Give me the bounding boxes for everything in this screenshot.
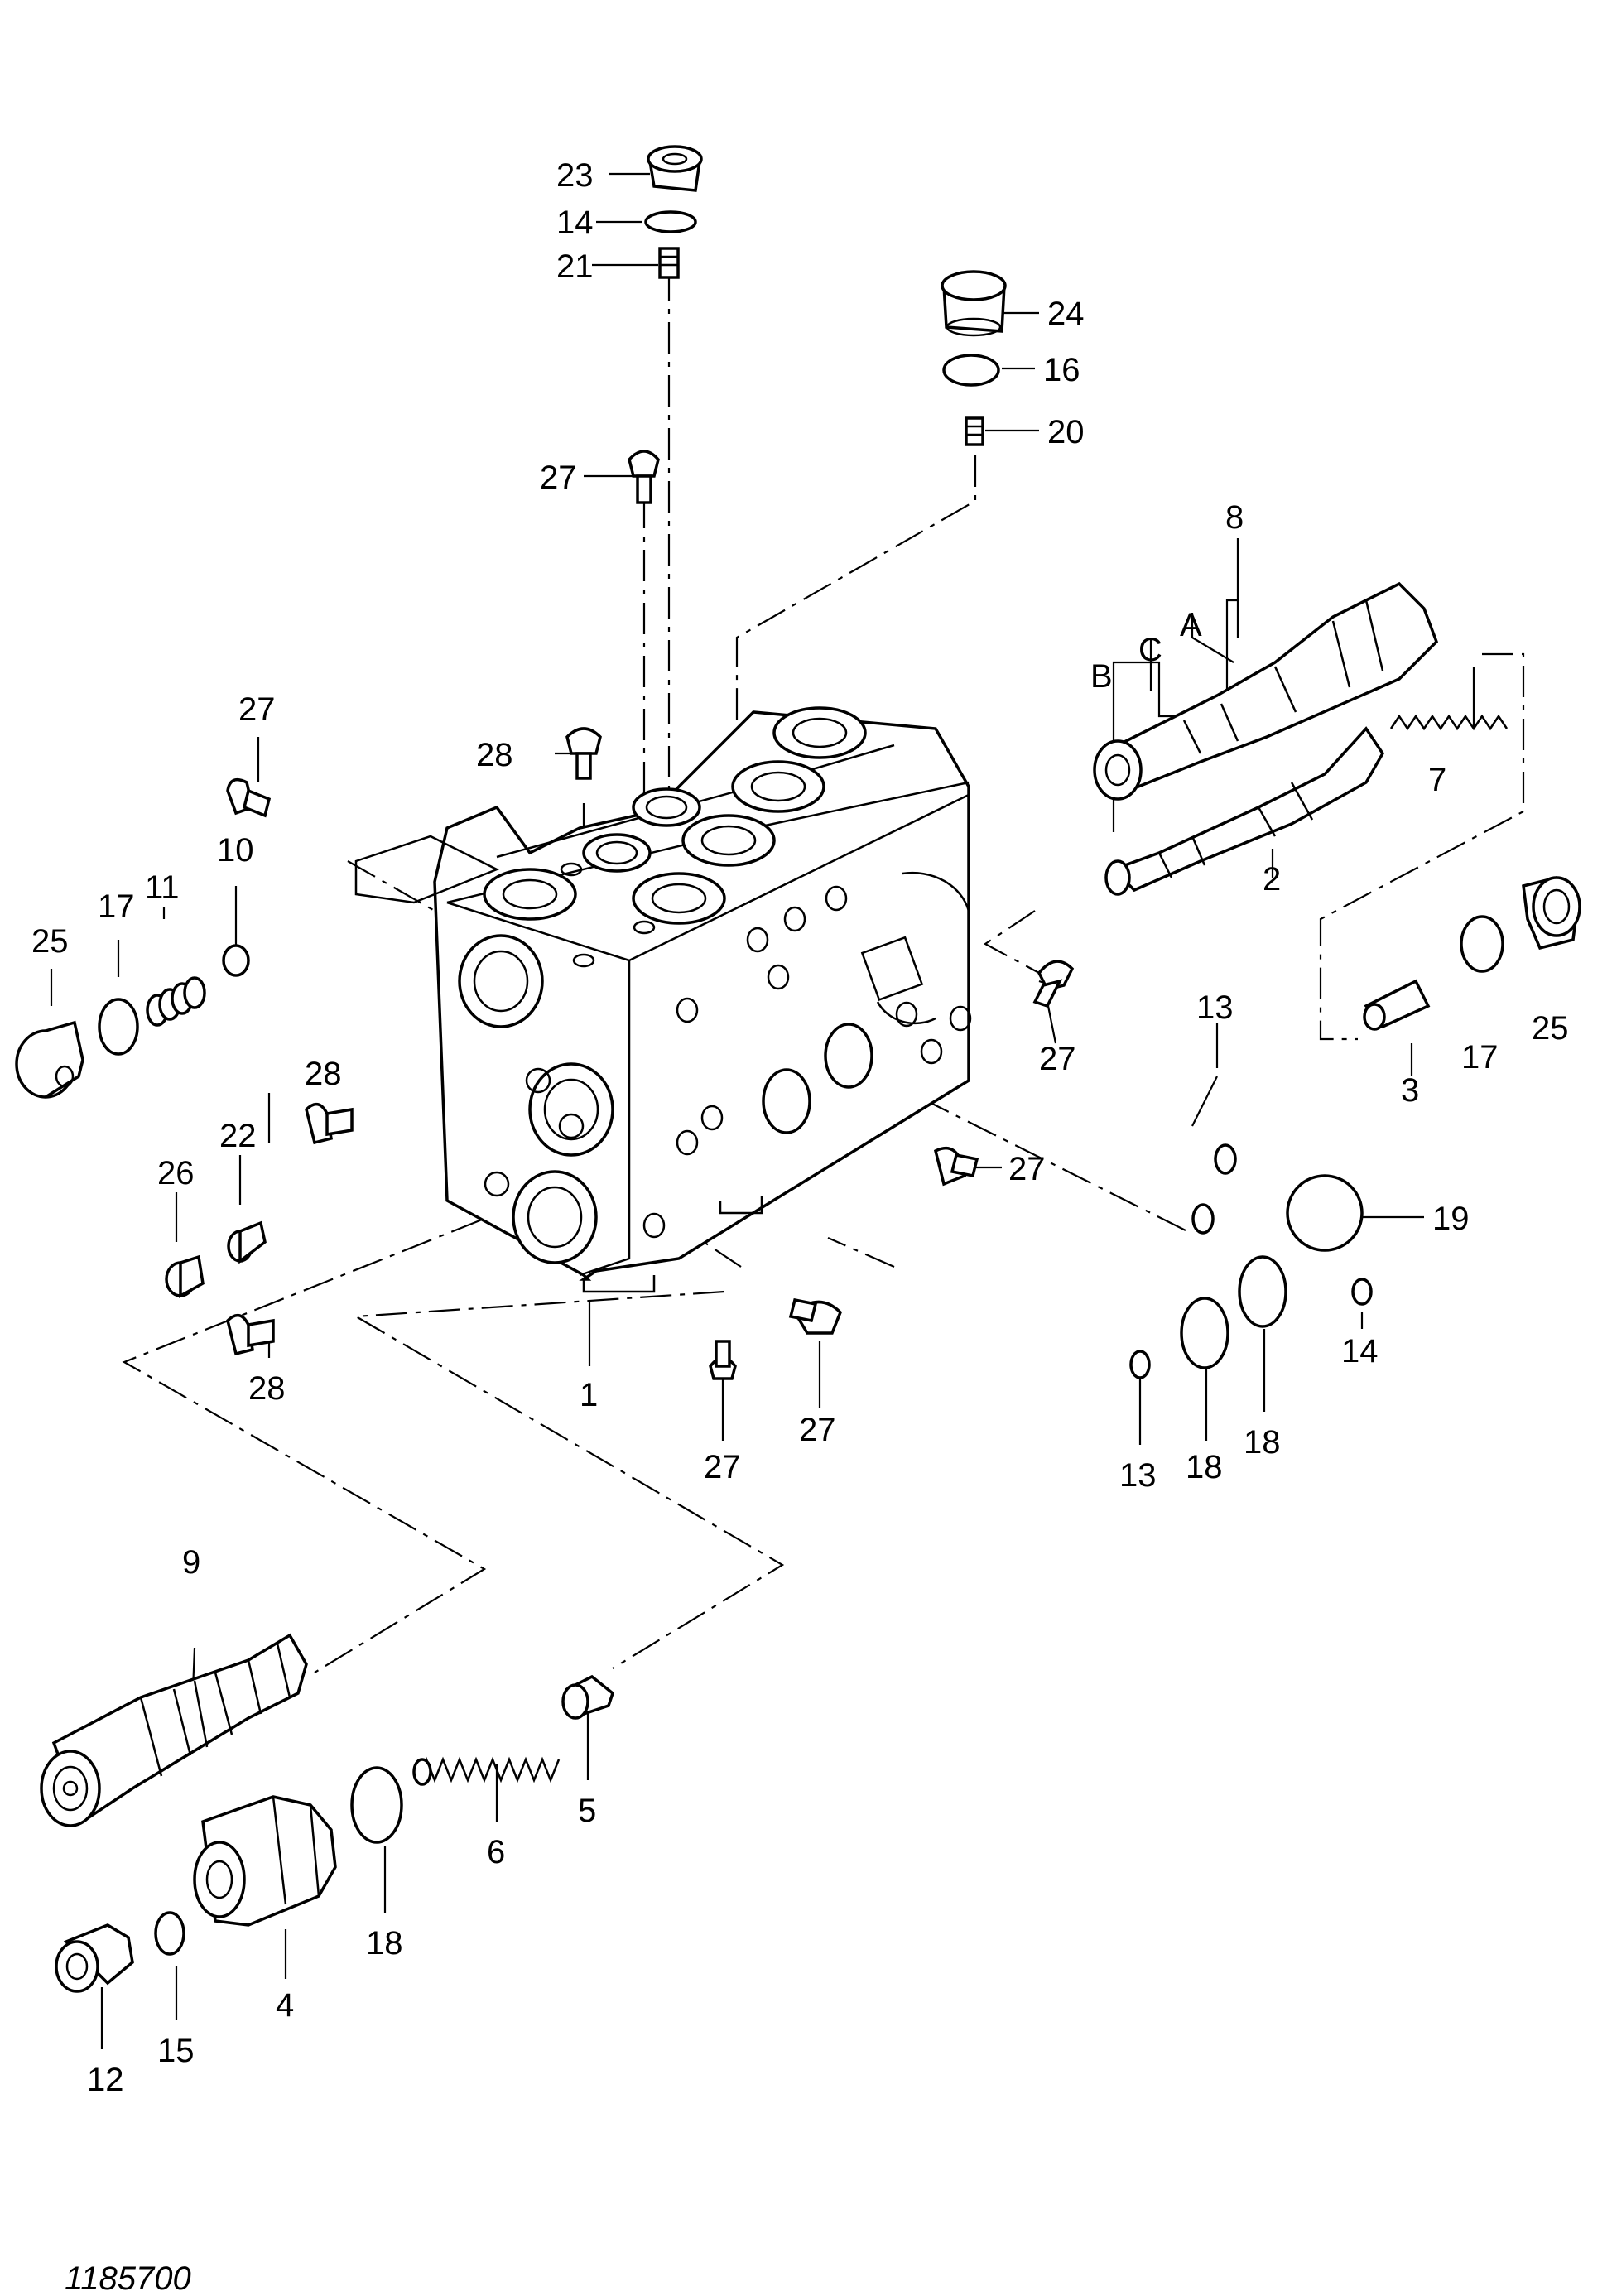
- callout-7: 7: [1428, 762, 1446, 798]
- plug-26: [165, 1254, 205, 1298]
- callout-A: A: [1180, 607, 1202, 643]
- callout-17-left: 17: [98, 888, 135, 925]
- callout-9: 9: [182, 1544, 200, 1581]
- callout-12: 12: [87, 2062, 124, 2098]
- callout-B: B: [1090, 658, 1113, 695]
- o-ring-17-left: [98, 998, 139, 1056]
- callout-17-right: 17: [1461, 1039, 1499, 1076]
- valve-block-body: [354, 706, 972, 1293]
- o-ring-17-right: [1460, 915, 1504, 973]
- poppet-5: [561, 1674, 615, 1720]
- callout-27-bottom: 27: [704, 1449, 741, 1485]
- o-ring-19: [1286, 1174, 1364, 1252]
- plug-22: [227, 1220, 267, 1264]
- o-ring-13-lower-right: [1191, 1203, 1215, 1235]
- spring-7: [1389, 714, 1509, 731]
- spool-8: [1093, 581, 1439, 801]
- callout-25-left: 25: [31, 923, 69, 960]
- callout-18-right: 18: [1244, 1424, 1281, 1461]
- ring-10: [222, 944, 250, 977]
- callout-20: 20: [1047, 414, 1085, 450]
- callout-2: 2: [1263, 861, 1281, 898]
- callout-14-right: 14: [1341, 1333, 1379, 1369]
- callout-26: 26: [157, 1155, 195, 1191]
- callout-16: 16: [1043, 352, 1080, 388]
- plug-3: [1363, 979, 1431, 1031]
- callout-10: 10: [217, 832, 254, 869]
- callout-28-lower: 28: [248, 1370, 286, 1407]
- callout-27-bottom-right: 27: [799, 1412, 836, 1448]
- bolt-28-top: [565, 727, 602, 780]
- callout-25-right: 25: [1532, 1010, 1569, 1047]
- callout-1: 1: [580, 1377, 598, 1413]
- callout-18-mid: 18: [1186, 1449, 1223, 1485]
- bolt-27-top: [628, 450, 660, 504]
- bolt-27-right-mid: [933, 1146, 979, 1187]
- plug-23: [647, 145, 703, 192]
- o-ring-16: [942, 354, 1000, 387]
- drawing-number: 1185700: [65, 2260, 191, 2296]
- bolt-28-mid: [305, 1102, 354, 1145]
- sleeve-4: [193, 1795, 337, 1927]
- callout-labels: 23 14 21 24 16 20 27 8 A C B 27 28 7 10 …: [31, 157, 1569, 2098]
- callout-24: 24: [1047, 296, 1085, 332]
- set-screw-21: [658, 247, 680, 279]
- callout-19: 19: [1432, 1201, 1470, 1237]
- o-ring-18-mid: [1180, 1297, 1229, 1369]
- callout-14-top: 14: [556, 205, 594, 241]
- plug-12: [55, 1923, 134, 1993]
- callout-4: 4: [276, 1987, 294, 2024]
- callout-8: 8: [1225, 499, 1244, 536]
- relief-valve-9: [40, 1633, 308, 1827]
- set-screw-20: [965, 416, 984, 446]
- o-ring-18-bottom: [350, 1766, 403, 1844]
- callout-15: 15: [157, 2033, 195, 2069]
- callout-28-top: 28: [476, 737, 513, 773]
- spring-11: [146, 976, 206, 1027]
- callout-28-mid: 28: [305, 1056, 342, 1092]
- plug-24: [941, 270, 1007, 337]
- callout-5: 5: [578, 1793, 596, 1829]
- callout-23: 23: [556, 157, 594, 194]
- bolt-28-lower: [226, 1313, 275, 1356]
- o-ring-14-right: [1351, 1278, 1373, 1306]
- callout-21: 21: [556, 248, 594, 285]
- callout-13-bottom: 13: [1119, 1457, 1157, 1494]
- callout-C: C: [1138, 632, 1162, 668]
- callout-27-left: 27: [238, 691, 276, 728]
- o-ring-13-upper: [1214, 1143, 1237, 1175]
- callout-22: 22: [219, 1118, 257, 1154]
- callout-27-top: 27: [540, 460, 577, 496]
- callout-27-mid: 27: [1008, 1151, 1046, 1187]
- plug-25-left: [15, 1020, 84, 1099]
- callout-3: 3: [1401, 1072, 1419, 1109]
- callout-13-top: 13: [1196, 989, 1234, 1026]
- plug-25-right: [1522, 876, 1581, 951]
- callout-6: 6: [487, 1834, 505, 1870]
- spring-6: [412, 1756, 561, 1786]
- bolt-27-right-top: [1032, 960, 1075, 1008]
- o-ring-15: [154, 1911, 185, 1956]
- spool-2: [1104, 726, 1385, 896]
- o-ring-14-top: [644, 210, 697, 233]
- o-ring-13-bottom: [1129, 1350, 1151, 1379]
- bolt-27-bottom: [709, 1340, 737, 1380]
- callout-27-right: 27: [1039, 1041, 1076, 1077]
- bolt-27-left: [226, 777, 272, 818]
- callout-11: 11: [145, 869, 180, 906]
- callout-18-bottom: 18: [366, 1925, 403, 1961]
- bolt-27-bottom-right: [788, 1297, 843, 1335]
- o-ring-18-right: [1238, 1255, 1287, 1328]
